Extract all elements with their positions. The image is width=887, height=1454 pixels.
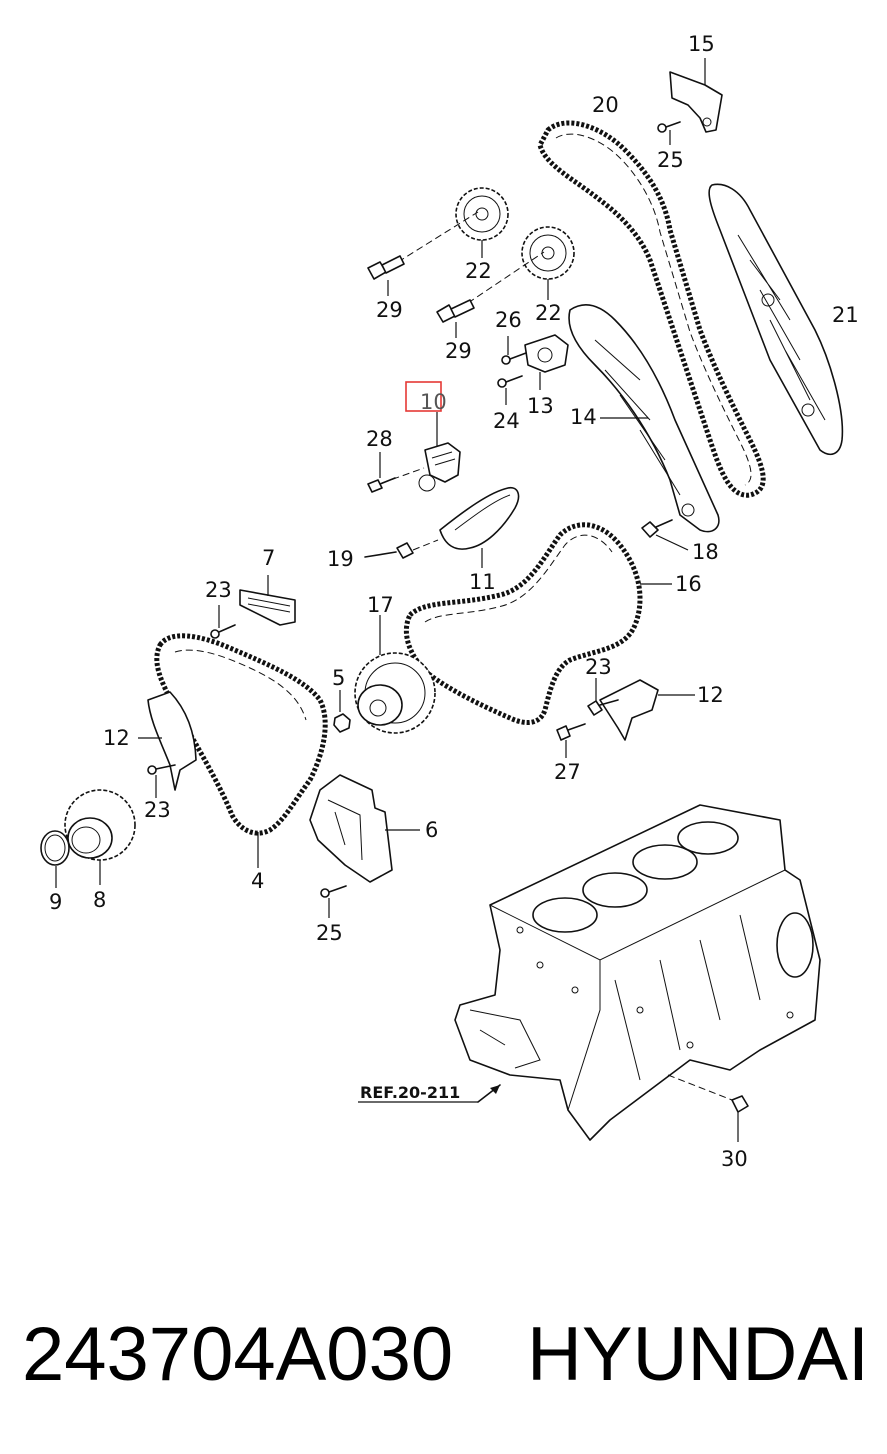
part-label-25-top: 25	[657, 148, 684, 172]
camshaft-sprocket-22a	[397, 187, 509, 263]
caption-bar: 243704A030 HYUNDAI	[0, 1300, 887, 1410]
bolt-23-right	[587, 678, 619, 716]
part-label-9: 9	[49, 890, 62, 914]
sprocket-17	[354, 615, 436, 734]
part-label-25-bottom: 25	[316, 921, 343, 945]
part-label-17: 17	[367, 593, 394, 617]
highlight-box-part-10[interactable]	[405, 381, 442, 412]
part-label-21: 21	[832, 303, 859, 327]
part-label-20: 20	[592, 93, 619, 117]
part-label-28: 28	[366, 427, 393, 451]
seal-9	[40, 830, 70, 888]
part-label-14: 14	[570, 405, 597, 429]
tensioner-6	[309, 774, 420, 883]
bolt-25-bottom	[320, 885, 347, 918]
part-label-22b: 22	[535, 301, 562, 325]
part-label-29a: 29	[376, 298, 403, 322]
reference-label[interactable]: REF.20-211	[360, 1083, 460, 1102]
part-label-12-left: 12	[103, 726, 130, 750]
bracket-15	[669, 58, 723, 133]
part-label-19: 19	[327, 547, 354, 571]
bolt-29a	[367, 255, 405, 296]
part-number: 243704A030	[22, 1312, 454, 1397]
part-label-6: 6	[425, 818, 438, 842]
bolt-27	[556, 723, 586, 758]
chain-guide-21	[708, 183, 844, 456]
part-label-11: 11	[469, 570, 496, 594]
chain-guide-14	[568, 304, 720, 533]
part-label-26: 26	[495, 308, 522, 332]
part-label-12-right: 12	[697, 683, 724, 707]
camshaft-sprocket-22b	[467, 226, 575, 304]
part-label-10[interactable]: 10	[420, 390, 447, 414]
upper-timing-chain	[537, 120, 766, 498]
part-label-13: 13	[527, 394, 554, 418]
nut-5	[333, 690, 351, 733]
part-label-22a: 22	[465, 259, 492, 283]
crankshaft-sprocket-8	[64, 789, 136, 885]
chain-guide-12-right	[599, 679, 695, 741]
part-label-23-upper-left: 23	[205, 578, 232, 602]
bolt-19	[364, 539, 439, 559]
chain-guide-12-left	[138, 691, 197, 791]
bolt-18	[641, 519, 689, 551]
part-label-23-lower-left: 23	[144, 798, 171, 822]
part-label-5: 5	[332, 666, 345, 690]
bolt-23-lower-left	[147, 764, 176, 798]
part-label-15: 15	[688, 32, 715, 56]
part-label-8: 8	[93, 888, 106, 912]
engine-block	[454, 804, 821, 1141]
bolt-25-top	[657, 121, 681, 145]
middle-timing-chain	[403, 522, 672, 725]
part-label-24: 24	[493, 409, 520, 433]
chain-guide-7	[239, 575, 296, 626]
brand-name: HYUNDAI	[527, 1312, 870, 1397]
part-label-18: 18	[692, 540, 719, 564]
part-label-29b: 29	[445, 339, 472, 363]
part-label-27: 27	[554, 760, 581, 784]
bolt-26	[501, 336, 527, 365]
part-label-30: 30	[721, 1147, 748, 1171]
part-label-23-right: 23	[585, 655, 612, 679]
bolt-29b	[436, 299, 475, 338]
part-label-4: 4	[251, 869, 264, 893]
chain-tensioner-13	[524, 334, 569, 390]
bolt-24	[497, 375, 523, 405]
part-label-16: 16	[675, 572, 702, 596]
bolt-23-upper-left	[210, 605, 236, 639]
bolt-30	[667, 1074, 749, 1142]
chain-guide-11	[439, 486, 520, 568]
part-label-7: 7	[262, 546, 275, 570]
bolt-28	[367, 452, 396, 493]
tensioner-10	[381, 412, 461, 492]
reference-arrow	[358, 1084, 501, 1103]
